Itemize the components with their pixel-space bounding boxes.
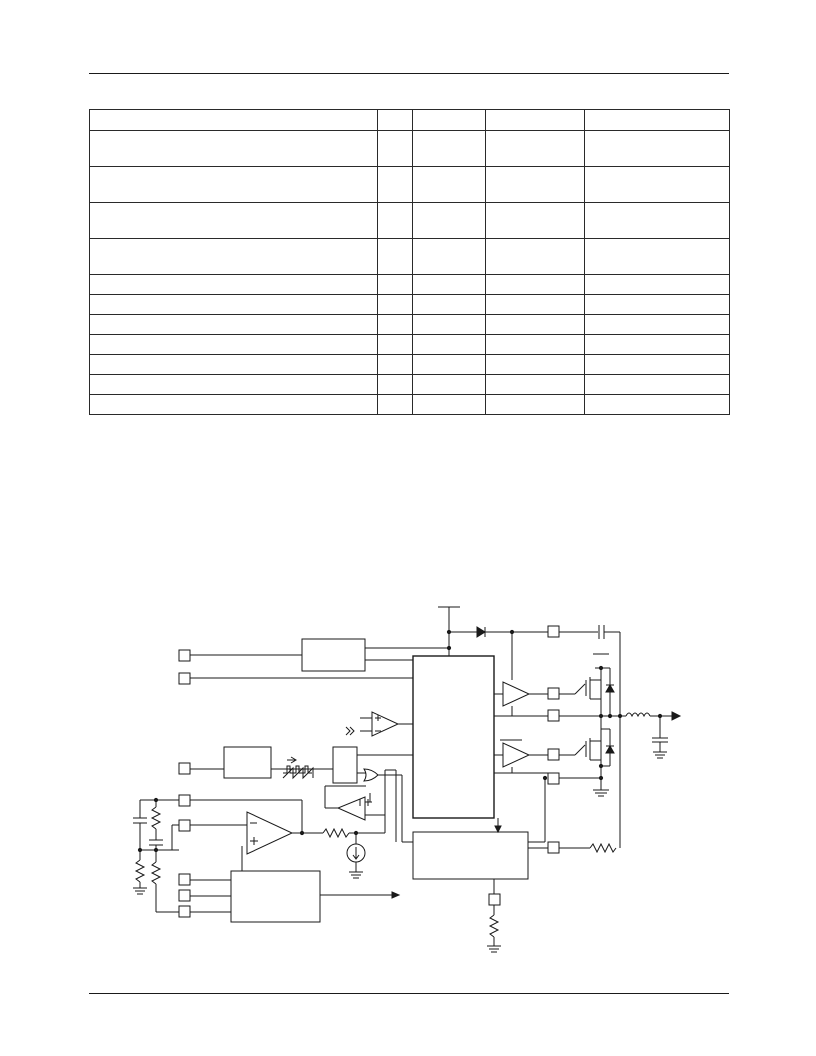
- boot-capacitor: [547, 625, 621, 848]
- input-pins: [178, 649, 413, 918]
- error-amplifier: [190, 799, 386, 879]
- table-cell: [89, 238, 378, 275]
- current-comparator: [324, 769, 397, 842]
- comparator: [345, 711, 413, 737]
- table-cell: [584, 166, 730, 203]
- low-side-driver: [494, 739, 560, 773]
- table-row: [89, 130, 730, 167]
- high-side-driver: [494, 632, 560, 716]
- spec-table: [89, 109, 730, 415]
- table-cell: [377, 202, 413, 239]
- table-cell: [584, 394, 730, 415]
- switch-node: [494, 709, 682, 759]
- table-row: [89, 294, 730, 315]
- table-row: [89, 238, 730, 275]
- footer-rule: [89, 993, 729, 994]
- header-rule: [89, 73, 729, 74]
- table-cell: [377, 238, 413, 275]
- compensation-network: [133, 797, 179, 913]
- or-gate: [357, 768, 413, 843]
- sense-pin: [494, 772, 604, 842]
- supply-rail: [365, 606, 548, 656]
- table-cell: [485, 238, 585, 275]
- monitor-block: [190, 870, 401, 923]
- oscillator-block: [223, 746, 413, 784]
- table-row: [89, 394, 730, 415]
- reference-block: [301, 638, 413, 672]
- table-row: [89, 354, 730, 375]
- table-cell: [584, 238, 730, 275]
- table-row: [89, 314, 730, 335]
- control-logic-block: [412, 655, 495, 819]
- low-side-mosfet: [559, 716, 615, 797]
- high-side-mosfet: [559, 653, 615, 716]
- protection-block: [412, 818, 617, 953]
